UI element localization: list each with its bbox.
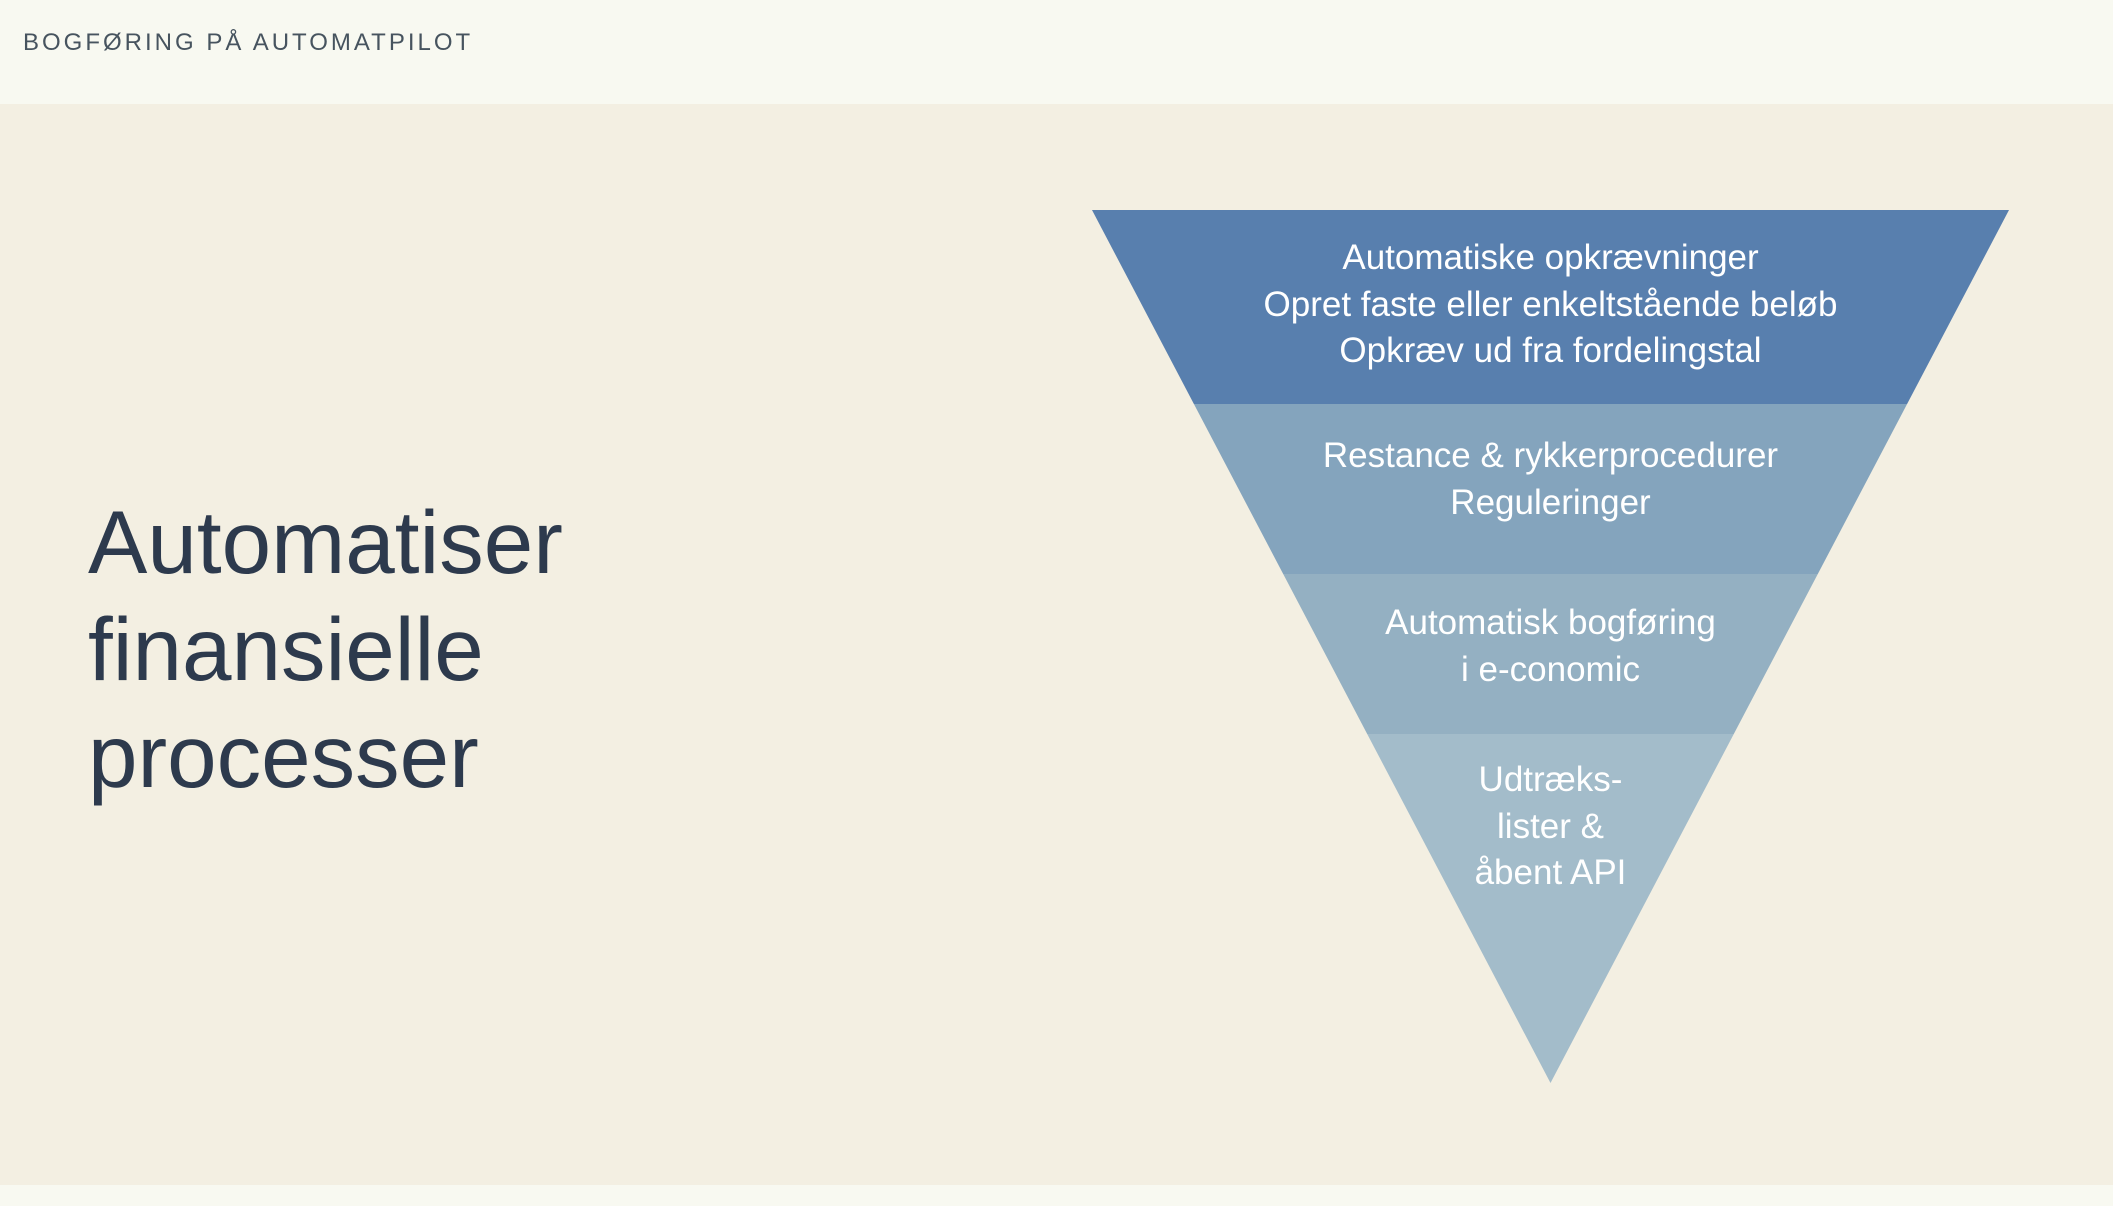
funnel-tier2-line: Restance & rykkerprocedurer <box>1322 436 1779 475</box>
funnel-tier3-text: Automatisk bogføring i e-conomic <box>1092 600 2009 693</box>
page-title-line: Automatiser <box>88 492 563 592</box>
funnel-tier1-text: Automatiske opkrævninger Opret faste ell… <box>1092 235 2009 375</box>
funnel-tier1-line: Opret faste eller enkeltstående beløb <box>1263 284 1838 324</box>
funnel-tier2-shape <box>1193 404 1908 574</box>
funnel-tier4-text: Udtræks- lister & åbent API <box>1092 757 2009 897</box>
funnel-tier2-line: Reguleringer <box>1450 482 1651 522</box>
funnel-tier3-shape <box>1283 574 1818 734</box>
header-bar: BOGFØRING PÅ AUTOMATPILOT <box>0 0 2113 104</box>
page-title-line: finansielle <box>88 599 484 699</box>
header-label: BOGFØRING PÅ AUTOMATPILOT <box>23 29 474 56</box>
funnel-tier4-line: åbent API <box>1474 853 1627 892</box>
funnel-tier2-text: Restance & rykkerprocedurer Reguleringer <box>1092 433 2009 526</box>
funnel-tier1-shape <box>1092 210 2009 404</box>
funnel-tier1-line: Opkræv ud fra fordelingstal <box>1339 331 1762 370</box>
funnel-tier3-line: i e-conomic <box>1461 649 1640 689</box>
funnel-tier4-line: Udtræks- <box>1478 760 1623 799</box>
funnel-tier3-line: Automatisk bogføring <box>1385 603 1716 642</box>
funnel-tier1-line: Automatiske opkrævninger <box>1342 238 1759 277</box>
funnel-diagram: Automatiske opkrævninger Opret faste ell… <box>1092 210 2009 1083</box>
funnel-tier4-line: lister & <box>1497 806 1604 846</box>
footer-bar <box>0 1185 2113 1206</box>
page-title: Automatiser finansielle processer <box>88 489 563 810</box>
slide-body: Automatiser finansielle processer Automa… <box>0 104 2113 1185</box>
funnel-tier4-shape <box>1367 734 1734 1083</box>
funnel-pyramid-graphic <box>1092 210 2009 1083</box>
page-title-line: processer <box>88 706 479 806</box>
